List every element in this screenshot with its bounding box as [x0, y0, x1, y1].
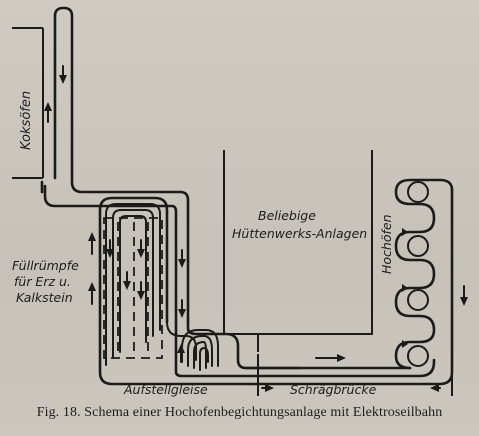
label-huettenwerks-1: Beliebige	[258, 208, 316, 223]
arrow-furnace-1	[402, 340, 408, 348]
arrow-left-bottom	[430, 384, 439, 392]
arrow-down-bunker-2	[123, 281, 131, 290]
direction-arrows	[44, 65, 468, 392]
label-hochofen: Hochöfen	[379, 214, 394, 274]
label-fuellrumpfe-3: Kalkstein	[16, 290, 73, 305]
arrow-down-bunker-3	[137, 249, 145, 258]
arrow-down-coke	[59, 75, 67, 84]
arrow-down-bunker-1	[106, 249, 114, 258]
arrow-down-furnace-right	[460, 297, 468, 306]
arrow-right-bridge	[337, 354, 346, 362]
figure-caption: Fig. 18. Schema einer Hochofenbegichtung…	[36, 405, 443, 420]
staging-sidings	[98, 320, 302, 386]
main-track-loop	[40, 6, 190, 324]
ironworks-plant-box	[223, 150, 373, 352]
arrow-down-right-of-bunkers	[178, 259, 186, 268]
arrow-down-right-of-bunkers-2	[178, 309, 186, 318]
label-koksofen: Koksöfen	[19, 91, 34, 150]
bunker-track-loops	[98, 196, 169, 374]
bunker-outlines	[103, 217, 163, 359]
blast-furnace-coils	[394, 178, 454, 370]
arrow-up-coke	[44, 102, 52, 111]
inclined-bridge-track	[244, 188, 454, 396]
label-huettenwerks-2: Hüttenwerks-Anlagen	[232, 226, 367, 241]
arrow-furnace-3	[402, 228, 408, 236]
arrow-up-sidings	[177, 344, 185, 353]
arrow-down-bunker-4	[137, 291, 145, 300]
label-schraegbruecke: Schrägbrücke	[290, 382, 377, 397]
label-fuellrumpfe-1: Füllrümpfe	[12, 258, 79, 273]
arrow-up-left	[88, 232, 96, 241]
arrow-furnace-2	[402, 284, 408, 292]
arrow-up-left-2	[88, 282, 96, 291]
blast-furnace-charging-diagram: Koksöfen Füllrümpfe für Erz u. Kalkstein…	[12, 6, 468, 397]
label-fuellrumpfe-2: für Erz u.	[14, 274, 71, 289]
coke-oven-block	[12, 27, 44, 179]
arrow-right-bottom	[265, 384, 274, 392]
label-aufstellgleise: Aufstellgleise	[123, 382, 208, 397]
